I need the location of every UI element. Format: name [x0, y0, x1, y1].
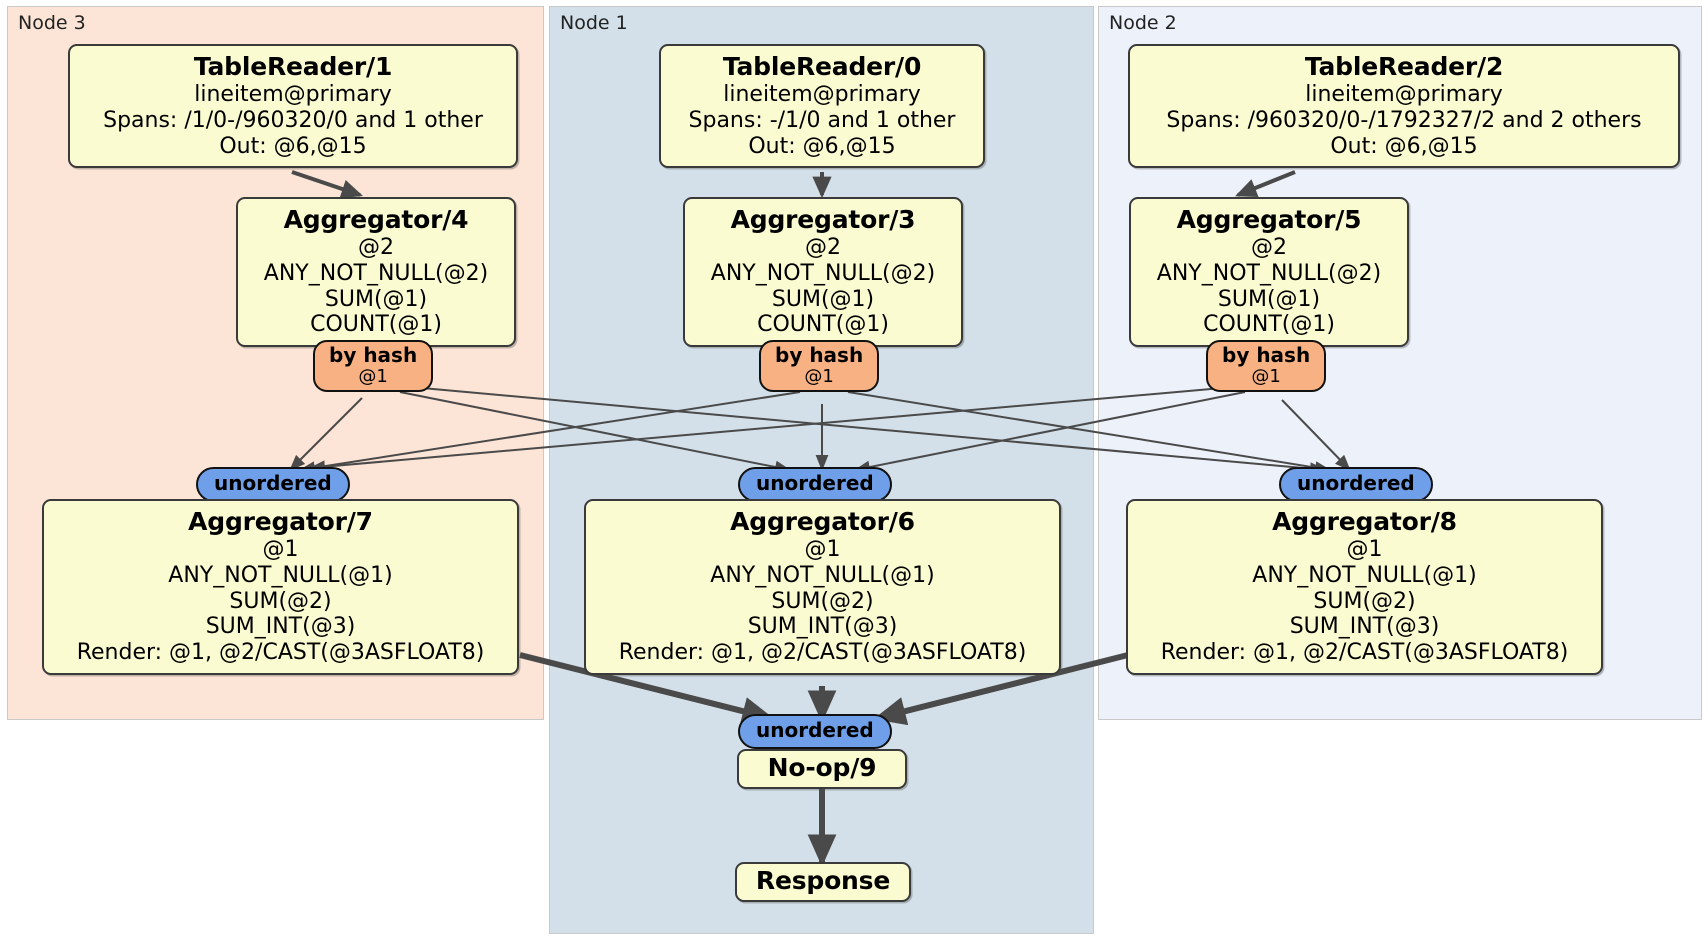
badge-label: by hash — [775, 343, 864, 367]
processor-detail-line: ANY_NOT_NULL(@1) — [1252, 562, 1477, 588]
processor-detail-line: @1 — [1346, 537, 1383, 563]
processor-detail-line: Spans: /1/0-/960320/0 and 1 other — [103, 107, 483, 133]
processor-detail-line: SUM_INT(@3) — [1289, 614, 1440, 640]
badge-label: by hash — [1222, 343, 1311, 367]
processor-detail-line: Spans: -/1/0 and 1 other — [688, 107, 956, 133]
node-panel-label-node1: Node 1 — [560, 12, 628, 34]
processor-aggregator-7[interactable]: Aggregator/7 @1 ANY_NOT_NULL(@1) SUM(@2)… — [42, 499, 519, 675]
badge-by-hash-left[interactable]: by hash @1 — [313, 340, 434, 393]
processor-title: TableReader/0 — [722, 52, 922, 81]
processor-detail-line: SUM(@2) — [1313, 588, 1416, 614]
processor-aggregator-4[interactable]: Aggregator/4 @2 ANY_NOT_NULL(@2) SUM(@1)… — [236, 197, 516, 348]
processor-detail-line: lineitem@primary — [723, 82, 921, 108]
badge-unordered-left[interactable]: unordered — [196, 467, 350, 502]
processor-aggregator-5[interactable]: Aggregator/5 @2 ANY_NOT_NULL(@2) SUM(@1)… — [1129, 197, 1409, 348]
processor-title: TableReader/2 — [1304, 52, 1504, 81]
processor-title: Response — [755, 866, 891, 895]
processor-table-reader-2[interactable]: TableReader/2 lineitem@primary Spans: /9… — [1128, 44, 1680, 169]
processor-detail-line: ANY_NOT_NULL(@2) — [1156, 260, 1382, 286]
processor-detail-line: COUNT(@1) — [1203, 312, 1335, 338]
processor-detail-line: SUM(@2) — [771, 588, 874, 614]
badge-unordered-final[interactable]: unordered — [738, 714, 892, 749]
processor-detail-line: SUM(@2) — [229, 588, 332, 614]
processor-noop-9[interactable]: No-op/9 — [737, 749, 907, 790]
processor-detail-line: SUM(@1) — [771, 286, 875, 312]
badge-sublabel: @1 — [1251, 365, 1281, 387]
processor-table-reader-0[interactable]: TableReader/0 lineitem@primary Spans: -/… — [659, 44, 985, 169]
processor-detail-line: ANY_NOT_NULL(@1) — [168, 562, 393, 588]
processor-title: Aggregator/6 — [730, 507, 915, 536]
processor-detail-line: @1 — [804, 537, 841, 563]
processor-detail-line: @2 — [1251, 235, 1287, 261]
badge-sublabel: @1 — [804, 365, 834, 387]
processor-detail-line: @1 — [262, 537, 299, 563]
node-panel-label-node2: Node 2 — [1109, 12, 1177, 34]
processor-detail-line: Out: @6,@15 — [748, 133, 896, 159]
processor-title: No-op/9 — [767, 753, 877, 782]
processor-detail-line: ANY_NOT_NULL(@2) — [710, 260, 936, 286]
processor-detail-line: SUM(@1) — [324, 286, 428, 312]
processor-detail-line: @2 — [805, 235, 841, 261]
processor-detail-line: @2 — [358, 235, 394, 261]
badge-by-hash-center[interactable]: by hash @1 — [759, 340, 880, 393]
node-panel-label-node3: Node 3 — [18, 12, 86, 34]
badge-sublabel: @1 — [358, 365, 388, 387]
processor-title: Aggregator/3 — [730, 205, 916, 234]
processor-table-reader-1[interactable]: TableReader/1 lineitem@primary Spans: /1… — [68, 44, 518, 169]
processor-detail-line: COUNT(@1) — [757, 312, 889, 338]
processor-response[interactable]: Response — [735, 862, 911, 903]
processor-detail-line: Render: @1, @2/CAST(@3ASFLOAT8) — [1160, 640, 1569, 666]
badge-unordered-center[interactable]: unordered — [738, 467, 892, 502]
badge-unordered-right[interactable]: unordered — [1279, 467, 1433, 502]
processor-detail-line: Out: @6,@15 — [219, 133, 367, 159]
processor-detail-line: lineitem@primary — [1305, 82, 1503, 108]
processor-aggregator-6[interactable]: Aggregator/6 @1 ANY_NOT_NULL(@1) SUM(@2)… — [584, 499, 1061, 675]
processor-detail-line: ANY_NOT_NULL(@1) — [710, 562, 935, 588]
processor-detail-line: SUM_INT(@3) — [205, 614, 356, 640]
processor-detail-line: COUNT(@1) — [310, 312, 442, 338]
processor-aggregator-3[interactable]: Aggregator/3 @2 ANY_NOT_NULL(@2) SUM(@1)… — [683, 197, 963, 348]
processor-detail-line: SUM(@1) — [1217, 286, 1321, 312]
processor-detail-line: Render: @1, @2/CAST(@3ASFLOAT8) — [76, 640, 485, 666]
processor-title: Aggregator/8 — [1272, 507, 1457, 536]
processor-detail-line: SUM_INT(@3) — [747, 614, 898, 640]
processor-detail-line: lineitem@primary — [194, 82, 392, 108]
processor-detail-line: Render: @1, @2/CAST(@3ASFLOAT8) — [618, 640, 1027, 666]
processor-title: Aggregator/4 — [283, 205, 469, 234]
processor-detail-line: Spans: /960320/0-/1792327/2 and 2 others — [1166, 107, 1642, 133]
processor-aggregator-8[interactable]: Aggregator/8 @1 ANY_NOT_NULL(@1) SUM(@2)… — [1126, 499, 1603, 675]
processor-detail-line: Out: @6,@15 — [1330, 133, 1478, 159]
processor-title: Aggregator/5 — [1176, 205, 1362, 234]
badge-by-hash-right[interactable]: by hash @1 — [1206, 340, 1327, 393]
processor-detail-line: ANY_NOT_NULL(@2) — [263, 260, 489, 286]
processor-title: TableReader/1 — [193, 52, 393, 81]
processor-title: Aggregator/7 — [188, 507, 373, 536]
badge-label: by hash — [329, 343, 418, 367]
